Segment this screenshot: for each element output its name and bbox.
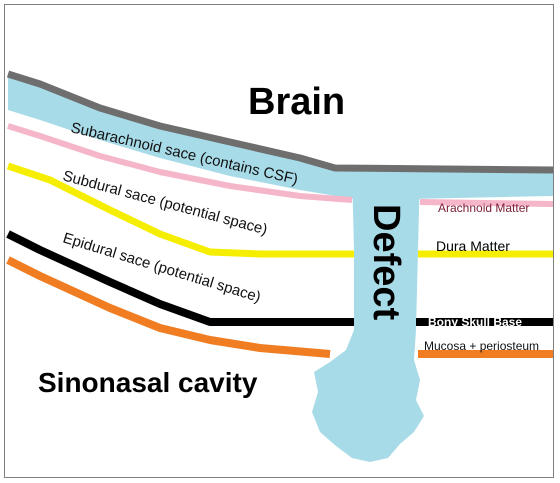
bony-skull-base-label: Bony Skull Base <box>428 315 522 329</box>
bony-skull-base-line <box>6 230 553 326</box>
dura-line <box>6 162 553 258</box>
csf-band <box>8 76 553 200</box>
defect-label: Defect <box>365 204 407 320</box>
mucosa-periosteum-label: Mucosa + periosteum <box>424 339 539 353</box>
defect-column <box>312 172 424 462</box>
brain-surface-line <box>6 70 554 174</box>
arachnoid-matter-label: Arachnoid Matter <box>438 201 529 215</box>
arachnoid-line <box>7 123 554 207</box>
epidural-label: Epidural sace (potential space) <box>61 230 263 306</box>
brain-title: Brain <box>248 81 345 123</box>
diagram-frame <box>4 4 554 478</box>
dura-matter-label: Dura Matter <box>436 238 510 254</box>
sinonasal-cavity-title: Sinonasal cavity <box>38 367 258 398</box>
mucosa-line <box>6 256 553 358</box>
